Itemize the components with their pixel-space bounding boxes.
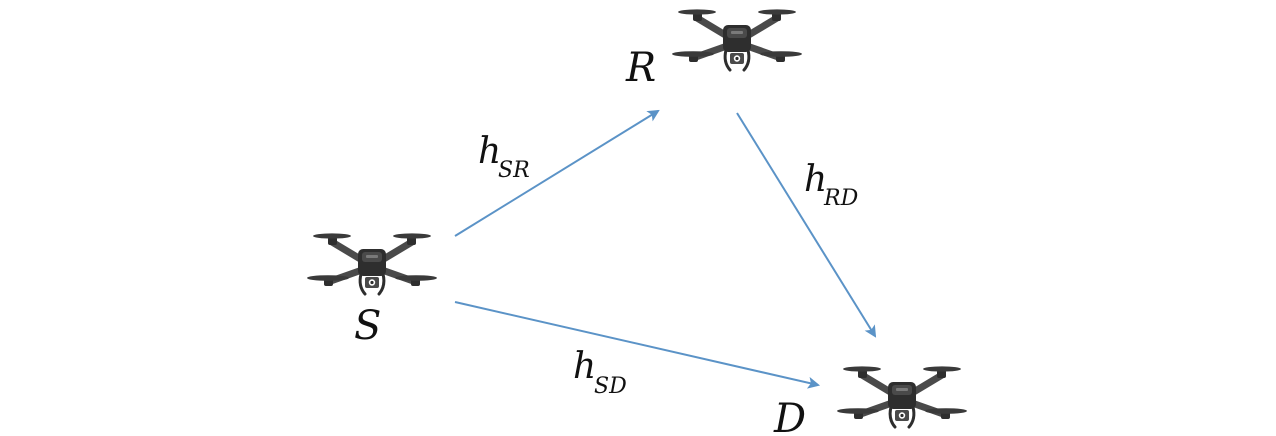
node-label-r: R <box>625 45 656 91</box>
drone-icon <box>672 9 802 70</box>
edge-subscript: RD <box>823 186 859 211</box>
edge-subscript: SR <box>498 158 530 183</box>
edge-subscript: SD <box>594 374 627 399</box>
drone-icon <box>307 233 437 294</box>
edge-label-rd: h RD <box>804 159 859 211</box>
edge-symbol: h <box>573 346 596 387</box>
edge-rd-arrow <box>736 112 875 336</box>
edge-sd-arrow <box>454 301 818 385</box>
edge-label-sr: h SR <box>478 131 530 183</box>
node-label-s: S <box>354 303 381 349</box>
edge-sr-arrow <box>454 111 658 237</box>
edge-label-sd: h SD <box>573 346 627 399</box>
node-label-d: D <box>773 396 806 436</box>
edge-symbol: h <box>804 159 827 200</box>
edge-symbol: h <box>478 131 501 172</box>
drone-icon <box>837 366 967 427</box>
